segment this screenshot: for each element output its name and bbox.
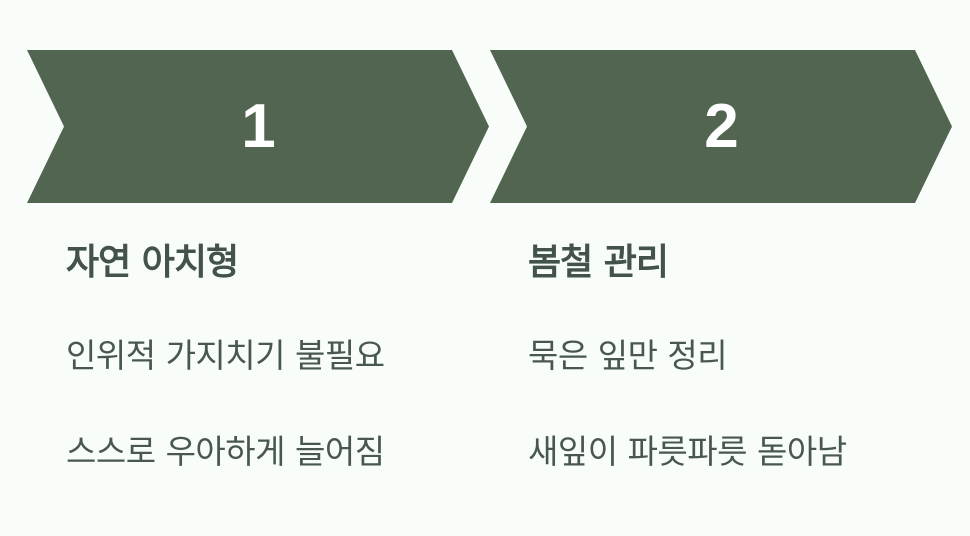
step-description-line: 새잎이 파릇파릇 돋아남: [528, 432, 847, 471]
step-1-content: 자연 아치형 인위적 가지치기 불필요 스스로 우아하게 늘어짐: [66, 236, 385, 476]
step-description-line: 묵은 잎만 정리: [528, 336, 728, 375]
step-title: 봄철 관리: [528, 242, 669, 283]
chevron-arrow-icon: [27, 50, 489, 203]
step-number: 2: [704, 92, 739, 161]
step-number: 1: [241, 92, 276, 161]
step-description-line: 스스로 우아하게 늘어짐: [66, 432, 385, 471]
step-description-line: 인위적 가지치기 불필요: [66, 336, 385, 375]
chevron-arrow-icon: [490, 50, 952, 203]
step-2-content: 봄철 관리 묵은 잎만 정리 새잎이 파릇파릇 돋아남: [528, 236, 847, 476]
step-title: 자연 아치형: [66, 242, 239, 283]
step-2-chevron: 2: [490, 50, 953, 203]
step-1-chevron: 1: [27, 50, 490, 203]
